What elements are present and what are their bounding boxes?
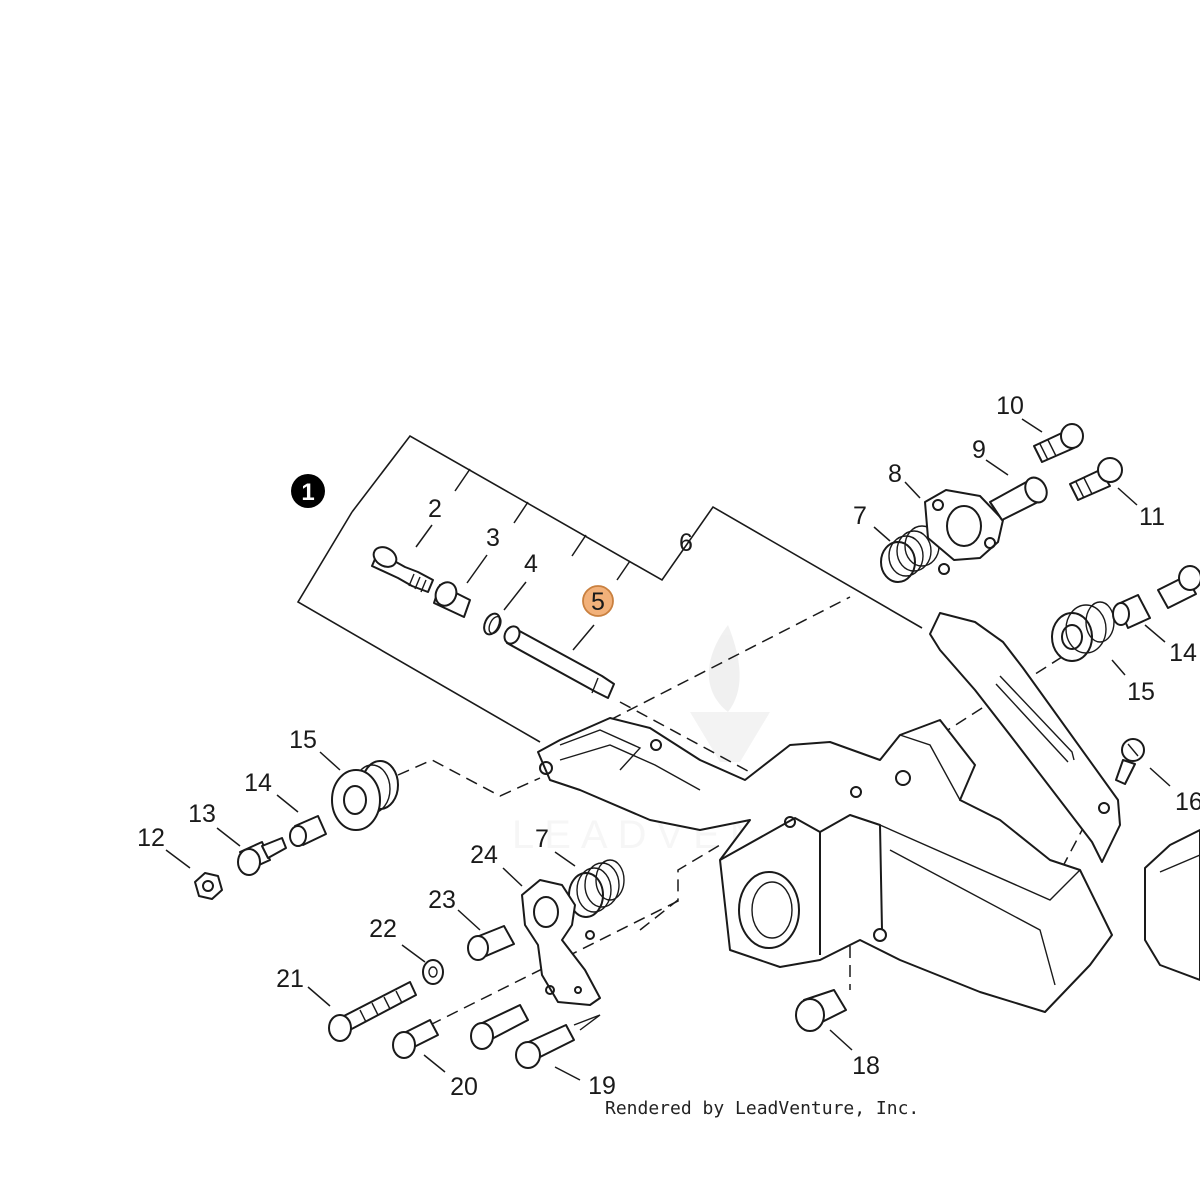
part-14-sleeve-right[interactable] bbox=[1112, 594, 1151, 629]
callout-22: 22 bbox=[369, 915, 397, 943]
callout-8: 8 bbox=[888, 460, 902, 488]
callout-4: 4 bbox=[524, 550, 538, 578]
part-10-screw[interactable] bbox=[1033, 423, 1084, 463]
part-6-guide-bar[interactable] bbox=[929, 612, 1121, 863]
part-22-washer[interactable] bbox=[422, 959, 444, 985]
callout-15-right: 15 bbox=[1127, 678, 1155, 706]
callout-1: 1 bbox=[301, 479, 314, 506]
callout-12: 12 bbox=[137, 824, 165, 852]
kit-bracket bbox=[296, 434, 923, 743]
part-18-plug[interactable] bbox=[795, 989, 847, 1032]
callout-24: 24 bbox=[470, 841, 498, 869]
part-8-plate[interactable] bbox=[924, 489, 1004, 561]
callout-7-bottom: 7 bbox=[535, 825, 549, 853]
part-16-screw[interactable] bbox=[1115, 738, 1145, 785]
part-13-bolt-right[interactable] bbox=[1157, 565, 1200, 609]
callout-10: 10 bbox=[996, 392, 1024, 420]
kit-badge[interactable]: 1 bbox=[291, 474, 325, 508]
callout-18: 18 bbox=[852, 1052, 880, 1080]
highlight-5[interactable]: 5 bbox=[582, 585, 614, 617]
callout-20: 20 bbox=[450, 1073, 478, 1101]
part-15-grommet-left[interactable] bbox=[331, 760, 399, 831]
callout-2: 2 bbox=[428, 495, 442, 523]
part-9-bolt[interactable] bbox=[989, 474, 1051, 521]
part-21-long-bolt[interactable] bbox=[328, 981, 417, 1042]
part-3-bushing[interactable] bbox=[432, 579, 471, 618]
render-credit: Rendered by LeadVenture, Inc. bbox=[605, 1098, 919, 1119]
callout-23: 23 bbox=[428, 886, 456, 914]
callout-14-right: 14 bbox=[1169, 639, 1197, 667]
part-20-bolt[interactable] bbox=[392, 1019, 439, 1059]
part-24-lever[interactable] bbox=[521, 879, 601, 1006]
part-15-grommet-right[interactable] bbox=[1051, 601, 1115, 662]
leader-lines bbox=[165, 418, 1171, 1081]
part-23-bushing[interactable] bbox=[467, 925, 515, 961]
part-12-nut[interactable] bbox=[194, 872, 223, 900]
main-housing[interactable] bbox=[537, 717, 1113, 1013]
callout-21: 21 bbox=[276, 965, 304, 993]
side-cover-partial[interactable] bbox=[1144, 829, 1200, 981]
callout-5: 5 bbox=[591, 588, 605, 616]
callout-3: 3 bbox=[486, 524, 500, 552]
callout-numbers: 2 3 4 6 7 8 9 10 11 14 15 16 15 14 13 12… bbox=[137, 392, 1200, 1101]
part-7-spring-bottom[interactable] bbox=[568, 859, 625, 940]
part-13-bolt-left[interactable] bbox=[237, 837, 287, 876]
part-14-sleeve-left[interactable] bbox=[289, 815, 327, 847]
callout-14-left: 14 bbox=[244, 769, 272, 797]
callout-16: 16 bbox=[1175, 788, 1200, 816]
part-11-screw[interactable] bbox=[1069, 457, 1123, 501]
callout-13: 13 bbox=[188, 800, 216, 828]
part-19-bolts[interactable] bbox=[470, 1004, 601, 1069]
callout-7-top: 7 bbox=[853, 502, 867, 530]
callout-11: 11 bbox=[1139, 503, 1165, 531]
callout-6: 6 bbox=[679, 529, 693, 557]
part-4-oring[interactable] bbox=[481, 611, 503, 637]
callout-19: 19 bbox=[588, 1072, 616, 1100]
part-7-spring-top[interactable] bbox=[880, 525, 950, 583]
part-2-pin[interactable] bbox=[370, 543, 434, 593]
part-5-shaft[interactable] bbox=[502, 624, 615, 699]
callout-9: 9 bbox=[972, 436, 986, 464]
callout-15-left: 15 bbox=[289, 726, 317, 754]
